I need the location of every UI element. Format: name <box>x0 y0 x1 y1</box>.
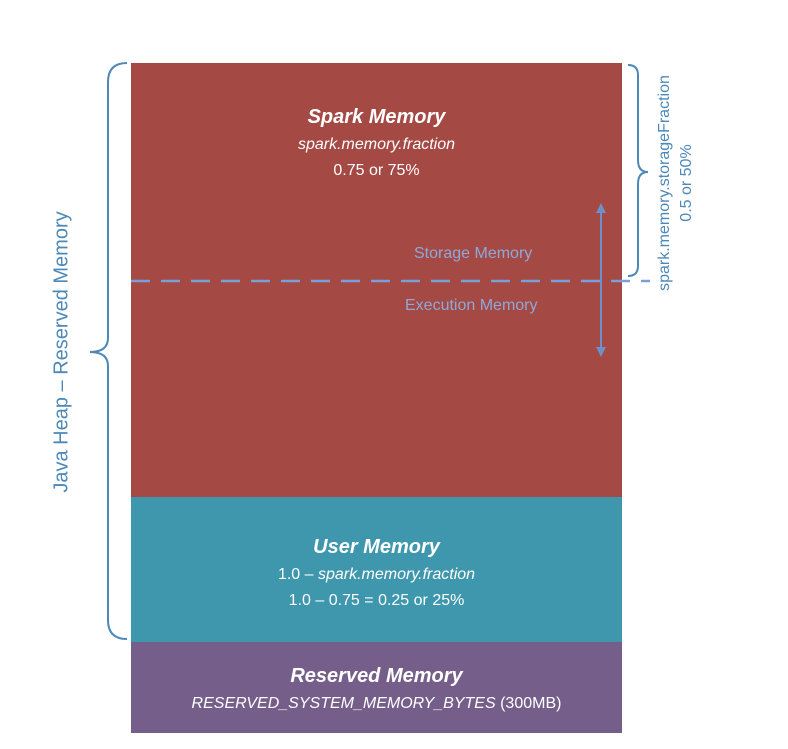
user-memory-formula-prefix: 1.0 – <box>277 566 318 583</box>
storage-fraction-bracket <box>627 64 649 277</box>
user-memory-formula-param: spark.memory.fraction <box>317 566 476 583</box>
spark-memory-block: Spark Memory spark.memory.fraction 0.75 … <box>131 63 622 497</box>
reserved-memory-size: (300MB) <box>500 695 562 712</box>
execution-memory-label: Execution Memory <box>405 297 538 314</box>
user-memory-block: User Memory 1.0 – spark.memory.fraction … <box>131 497 622 642</box>
storage-memory-label: Storage Memory <box>414 245 533 262</box>
storage-fraction-value: 0.5 or 50% <box>678 144 695 222</box>
reserved-memory-param: RESERVED_SYSTEM_MEMORY_BYTES <box>191 695 496 712</box>
storage-fraction-label: spark.memory.storageFraction 0.5 or 50% <box>654 75 698 291</box>
spark-memory-param: spark.memory.fraction <box>297 136 456 153</box>
user-memory-formula: 1.0 – spark.memory.fraction <box>131 563 622 587</box>
spark-memory-value: 0.75 or 75% <box>333 162 420 179</box>
java-heap-label: Java Heap – Reserved Memory <box>50 211 73 493</box>
reserved-memory-title: Reserved Memory <box>290 665 463 687</box>
reserved-memory-block: Reserved Memory RESERVED_SYSTEM_MEMORY_B… <box>131 642 622 733</box>
storage-fraction-param: spark.memory.storageFraction <box>656 75 673 291</box>
reserved-memory-param-line: RESERVED_SYSTEM_MEMORY_BYTES (300MB) <box>131 692 622 716</box>
java-heap-bracket <box>89 62 128 640</box>
user-memory-title: User Memory <box>313 536 440 558</box>
spark-memory-title: Spark Memory <box>307 106 446 128</box>
user-memory-result: 1.0 – 0.75 = 0.25 or 25% <box>288 592 465 609</box>
